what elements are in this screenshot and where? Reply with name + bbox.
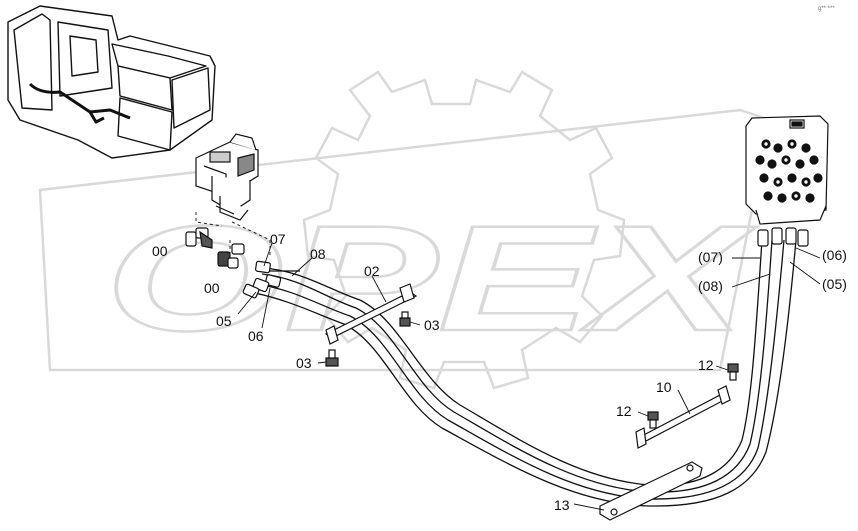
callout-leaders	[237, 242, 821, 511]
callout-03-right: 03	[424, 317, 440, 333]
bracket-13	[599, 461, 703, 521]
pilot-valve-illustration	[195, 133, 259, 221]
callout-06-paren: (06)	[822, 247, 847, 263]
bolt-03-lower	[325, 349, 339, 367]
hose-fittings-right	[757, 227, 809, 247]
callout-00-upper: 00	[152, 243, 168, 259]
callout-12-upper: 12	[698, 357, 714, 373]
bracket-02	[324, 283, 418, 345]
bolt-03-upper	[399, 311, 411, 327]
callout-06: 06	[248, 328, 264, 344]
callout-10: 10	[656, 379, 672, 395]
bolt-12-lower	[647, 411, 659, 429]
excavator-cab-illustration	[7, 5, 216, 159]
callout-05-paren: (05)	[822, 276, 847, 292]
callout-05: 05	[216, 313, 232, 329]
fitting-00-lower	[217, 251, 239, 269]
callout-12-lower: 12	[616, 403, 632, 419]
watermark-text: OPEX	[105, 194, 757, 362]
hose-bundle	[249, 239, 797, 507]
bolt-12-upper	[727, 363, 739, 381]
callout-07-paren: (07)	[698, 249, 723, 265]
callout-00-lower: 00	[204, 280, 220, 296]
callout-08: 08	[310, 246, 326, 262]
control-valve-block	[745, 115, 829, 225]
callout-08-paren: (08)	[698, 278, 723, 294]
fitting-00-upper	[185, 227, 245, 255]
callout-03-left: 03	[296, 355, 312, 371]
watermark-gear	[38, 70, 772, 390]
bracket-10	[635, 385, 731, 449]
callout-02: 02	[364, 263, 380, 279]
corner-note: g** ***	[818, 6, 835, 12]
callout-07: 07	[270, 231, 286, 247]
callout-13: 13	[554, 497, 570, 513]
hose-fittings-left	[242, 260, 282, 299]
